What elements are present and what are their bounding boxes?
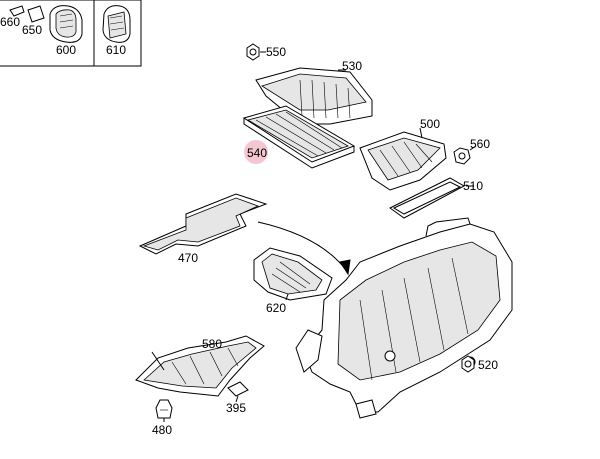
knob-600-part [49, 5, 83, 43]
clip-395-part [227, 381, 249, 403]
callout-500[interactable]: 500 [420, 117, 440, 131]
callout-395[interactable]: 395 [226, 401, 246, 415]
callout-620[interactable]: 620 [266, 301, 286, 315]
callout-660[interactable]: 660 [0, 15, 20, 29]
arrow-head [339, 259, 351, 276]
knob-610-part [102, 5, 131, 43]
callout-580[interactable]: 580 [202, 337, 222, 351]
gasket-510-part [389, 177, 474, 219]
housing-500-part [359, 127, 447, 191]
duct-620-part [253, 247, 333, 301]
callout-600[interactable]: 600 [56, 43, 76, 57]
nut-550-part [246, 43, 266, 61]
callout-520[interactable]: 520 [478, 358, 498, 372]
pad-470-part [138, 193, 268, 255]
callout-540[interactable]: 540 [247, 146, 267, 160]
callout-470[interactable]: 470 [178, 251, 198, 265]
clip-480-part [155, 399, 173, 422]
filter-element-540-part [242, 105, 356, 169]
duct-580-part [135, 335, 265, 397]
callout-highlight [244, 140, 268, 164]
callout-560[interactable]: 560 [470, 137, 490, 151]
inset-panel [0, 0, 142, 67]
nut-520-part [461, 355, 475, 373]
callout-650[interactable]: 650 [22, 23, 42, 37]
callout-480[interactable]: 480 [152, 423, 172, 437]
callout-610[interactable]: 610 [106, 43, 126, 57]
callout-550[interactable]: 550 [266, 45, 286, 59]
assembly-arrow [257, 221, 347, 271]
clip-660-part [9, 5, 25, 17]
fastener-650-part [27, 5, 45, 23]
nut-560-part [453, 145, 477, 165]
callout-530[interactable]: 530 [342, 59, 362, 73]
callout-510[interactable]: 510 [463, 179, 483, 193]
hvac-unit-part [295, 217, 513, 419]
